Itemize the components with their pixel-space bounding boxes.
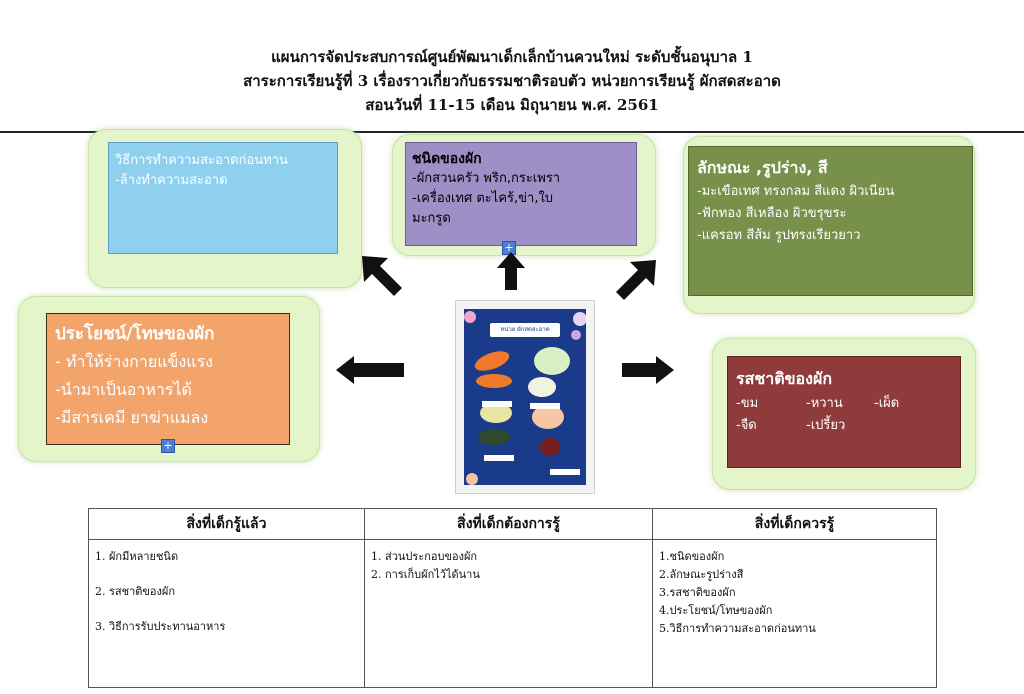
list-item: 1.ชนิดของผัก — [659, 550, 725, 563]
benefits-title: ประโยชน์/โทษของผัก — [55, 324, 215, 344]
types-box: ชนิดของผัก -ผักสวนครัว พริก,กระเพรา -เคร… — [405, 142, 637, 246]
cleaning-title: วิธีการทำความสะอาดก่อนทาน — [115, 153, 288, 168]
cleaning-box: วิธีการทำความสะอาดก่อนทาน -ล้างทำความสะอ… — [108, 142, 338, 254]
header-should-know: สิ่งที่เด็กควรรู้ — [652, 508, 937, 540]
expand-benefits-button[interactable]: + — [161, 439, 175, 453]
arrow-up-icon — [497, 252, 525, 290]
header-line-1: แผนการจัดประสบการณ์ศูนย์พัฒนาเด็กเล็กบ้า… — [271, 48, 753, 66]
benefits-box: ประโยชน์/โทษของผัก - ทำให้ร่างกายแข็งแรง… — [46, 313, 290, 445]
arrow-left-icon — [336, 356, 404, 384]
types-title: ชนิดของผัก — [412, 151, 482, 167]
taste-sweet: -หวาน — [806, 396, 843, 411]
types-line-3: มะกรูด — [412, 211, 451, 226]
characteristics-line-2: -ฟักทอง สีเหลือง ผิวขรุขระ — [697, 206, 847, 221]
taste-box: รสชาติของผัก -ขม -หวาน -เผ็ด -จืด -เปรี้ยว — [727, 356, 961, 468]
taste-row-2: -จืด -เปรี้ยว — [736, 415, 952, 437]
table-row: 1. ผักมีหลายชนิด 2. รสชาติของผัก 3. วิธี… — [88, 539, 937, 688]
list-item: 2. รสชาติของผัก — [95, 585, 176, 598]
header-divider — [0, 131, 1024, 133]
types-line-2: -เครื่องเทศ ตะไคร้,ข่า,ใบ — [412, 191, 554, 206]
characteristics-box: ลักษณะ ,รูปร่าง, สี -มะเขือเทศ ทรงกลม สี… — [688, 146, 973, 296]
list-item: 4.ประโยชน์/โทษของผัก — [659, 604, 773, 617]
arrow-up-right-icon — [616, 260, 656, 300]
header-want-to-know: สิ่งที่เด็กต้องการรู้ — [364, 508, 653, 540]
table-header-row: สิ่งที่เด็กรู้แล้ว สิ่งที่เด็กต้องการรู้… — [88, 508, 937, 540]
list-item: 3.รสชาติของผัก — [659, 586, 736, 599]
taste-bland: -จืด — [736, 418, 757, 433]
cleaning-line-1: -ล้างทำความสะอาด — [115, 173, 228, 188]
header-line-3: สอนวันที่ 11-15 เดือน มิถุนายน พ.ศ. 2561 — [365, 96, 659, 114]
list-item: 5.วิธีการทำความสะอาดก่อนทาน — [659, 622, 816, 635]
list-item: 1. ส่วนประกอบของผัก — [371, 550, 478, 563]
list-item: 1. ผักมีหลายชนิด — [95, 550, 179, 563]
benefits-line-3: -มีสารเคมี ยาฆ่าแมลง — [55, 408, 209, 427]
taste-spicy: -เผ็ด — [874, 396, 900, 411]
characteristics-title: ลักษณะ ,รูปร่าง, สี — [697, 158, 828, 177]
benefits-line-2: -นำมาเป็นอาหารได้ — [55, 380, 192, 399]
list-item: 3. วิธีการรับประทานอาหาร — [95, 620, 226, 633]
vegetable-board: หน่วย ผักสดสะอาด — [464, 309, 586, 485]
taste-row-1: -ขม -หวาน -เผ็ด — [736, 393, 952, 415]
board-label: หน่วย ผักสดสะอาด — [500, 326, 550, 333]
benefits-line-1: - ทำให้ร่างกายแข็งแรง — [55, 352, 213, 371]
arrow-right-icon — [622, 356, 674, 384]
want-to-know-cell: 1. ส่วนประกอบของผัก 2. การเก็บผักไว้ได้น… — [364, 539, 653, 688]
list-item: 2.ลักษณะรูปร่างสี — [659, 568, 744, 581]
taste-title: รสชาติของผัก — [736, 369, 833, 388]
arrow-up-left-icon — [362, 256, 402, 296]
types-line-1: -ผักสวนครัว พริก,กระเพรา — [412, 171, 561, 186]
header-line-2: สาระการเรียนรู้ที่ 3 เรื่องราวเกี่ยวกับธ… — [243, 72, 781, 90]
learning-table: สิ่งที่เด็กรู้แล้ว สิ่งที่เด็กต้องการรู้… — [88, 508, 937, 688]
taste-sour: -เปรี้ยว — [806, 418, 846, 433]
taste-bitter: -ขม — [736, 396, 759, 411]
header-known: สิ่งที่เด็กรู้แล้ว — [88, 508, 365, 540]
vegetable-board-photo: หน่วย ผักสดสะอาด — [455, 300, 595, 494]
known-cell: 1. ผักมีหลายชนิด 2. รสชาติของผัก 3. วิธี… — [88, 539, 365, 688]
characteristics-line-3: -แครอท สีส้ม รูปทรงเรียวยาว — [697, 228, 861, 243]
characteristics-line-1: -มะเขือเทศ ทรงกลม สีแดง ผิวเนียน — [697, 184, 895, 199]
list-item: 2. การเก็บผักไว้ได้นาน — [371, 568, 480, 581]
should-know-cell: 1.ชนิดของผัก 2.ลักษณะรูปร่างสี 3.รสชาติข… — [652, 539, 937, 688]
